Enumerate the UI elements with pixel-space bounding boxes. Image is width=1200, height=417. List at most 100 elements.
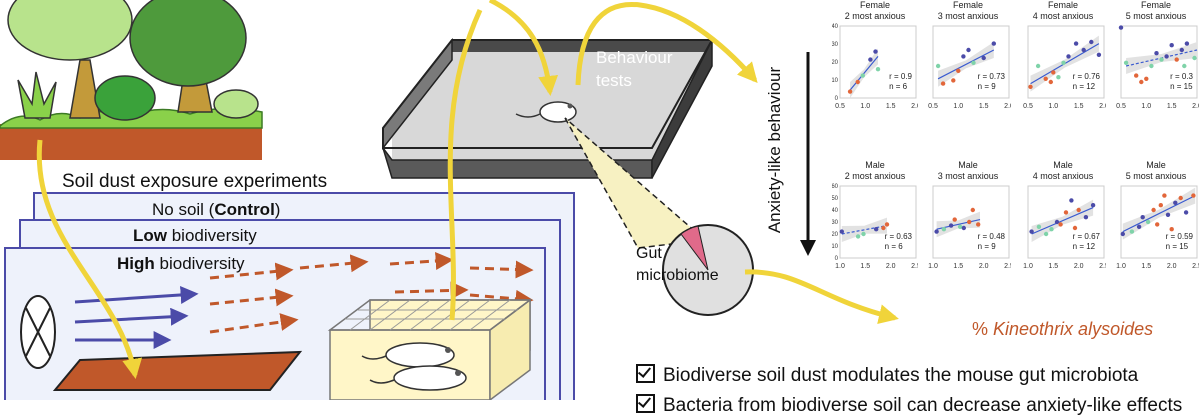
air-arrow-orange-3 [389, 251, 454, 270]
panel-plot: 1.01.52.02.5 [928, 185, 1011, 270]
panel-n-value: n = 12 [1072, 242, 1096, 251]
kineothrix-name: Kineothrix alysoides [993, 319, 1154, 339]
x-tick-label: 2.0 [1004, 103, 1011, 110]
panel-r-value: r = 0.48 [977, 232, 1005, 241]
finding-1-text: Biodiverse soil dust modulates the mouse… [663, 365, 1139, 386]
behaviour-line1: Behaviour [596, 48, 673, 67]
panel-plot: 1.01.52.02.5 [1116, 185, 1199, 270]
data-point [1066, 54, 1071, 59]
high-bold: High [117, 254, 155, 273]
data-point [884, 222, 890, 227]
panel-r-value: r = 0.59 [1165, 232, 1193, 241]
panel-n-value: n = 9 [977, 242, 996, 251]
x-tick-label: 1.5 [860, 263, 870, 270]
data-point [940, 81, 946, 86]
y-tick-label: 50 [832, 196, 839, 202]
gut-line1: Gut [636, 245, 662, 262]
anxiety-axis-label: Anxiety-like behaviour [765, 66, 784, 234]
panel-r-value: r = 0.9 [889, 72, 912, 81]
fit-line [841, 225, 888, 235]
airflow-arrows [74, 251, 534, 349]
y-tick-label: 20 [832, 60, 839, 66]
fit-line [849, 56, 879, 91]
data-point [1192, 55, 1197, 61]
y-tick-label: 60 [832, 184, 839, 190]
air-arrow-blue-2 [74, 307, 189, 326]
behaviour-box [382, 37, 714, 179]
x-tick-label: 2.0 [886, 263, 896, 270]
x-tick-label: 1.5 [1141, 263, 1151, 270]
data-point [948, 223, 954, 228]
soil-layer [0, 124, 262, 160]
kineothrix-prefix: % [972, 319, 994, 339]
pie-slice-kineothrix [680, 225, 709, 271]
data-point [1090, 203, 1096, 208]
panel-title-line1: Male [1053, 160, 1073, 170]
y-tick-label: 0 [835, 256, 839, 262]
yellow-flow-arrows [36, 0, 899, 379]
panel-plot: 0.51.01.52.0 [1116, 25, 1199, 110]
data-point [981, 55, 986, 61]
data-point [1061, 60, 1066, 65]
y-tick-label: 30 [832, 220, 839, 226]
data-point [1184, 41, 1190, 46]
cage-lid [327, 299, 533, 331]
x-tick-label: 1.0 [953, 103, 963, 110]
x-tick-label: 2.0 [1099, 103, 1106, 110]
mouse-in-cage-2 [369, 365, 467, 391]
data-point [1151, 207, 1156, 213]
panel-title-line2: 3 most anxious [937, 171, 999, 181]
gut-microbiome-label: Gut microbiome [636, 243, 719, 287]
data-point [1083, 215, 1089, 220]
y-tick-label: 0 [835, 96, 839, 102]
data-point [971, 60, 976, 65]
data-point [1164, 54, 1169, 59]
x-tick-label: 1.5 [1074, 103, 1084, 110]
figure-scene [0, 0, 899, 400]
panel-title-line1: Female [952, 0, 983, 10]
panel-plot: 0.51.01.52.0010203040 [832, 24, 918, 110]
x-tick-label: 1.5 [886, 103, 896, 110]
grass-tuft [17, 71, 57, 119]
panel-title-line1: Male [865, 160, 885, 170]
panel-r-value: r = 0.3 [1170, 72, 1193, 81]
data-point [970, 207, 975, 213]
x-tick-label: 0.5 [1023, 103, 1033, 110]
x-tick-label: 2.5 [1004, 263, 1011, 270]
x-tick-label: 2.0 [1167, 263, 1177, 270]
data-point [961, 54, 966, 59]
low-bold: Low [133, 226, 167, 245]
x-tick-label: 1.5 [1167, 103, 1177, 110]
x-tick-label: 1.5 [979, 103, 989, 110]
data-point [1134, 73, 1139, 78]
gut-line2: microbiome [636, 267, 719, 284]
data-point [875, 67, 881, 72]
data-point [1056, 75, 1061, 80]
data-point [1081, 47, 1086, 53]
panel-title-line2: 5 most anxious [1125, 171, 1187, 181]
data-point [855, 234, 861, 239]
finding-1: Biodiverse soil dust modulates the mouse… [636, 362, 1138, 387]
panel-title-line1: Female [1047, 0, 1078, 10]
data-point [1029, 229, 1034, 234]
arrow-into-box [488, 0, 559, 96]
data-point [1169, 43, 1174, 48]
panel-title-line2: 2 most anxious [844, 11, 906, 21]
data-point [956, 68, 961, 74]
finding-2-text: Bacteria from biodiverse soil can decrea… [663, 395, 1183, 416]
x-tick-label: 1.0 [1023, 263, 1033, 270]
data-point [1069, 198, 1074, 203]
gut-pie-chart [662, 224, 754, 316]
data-point [1174, 57, 1179, 62]
data-point [1035, 63, 1041, 69]
data-point [1154, 51, 1159, 56]
box-right-wall [651, 39, 713, 179]
data-point [1169, 227, 1174, 232]
